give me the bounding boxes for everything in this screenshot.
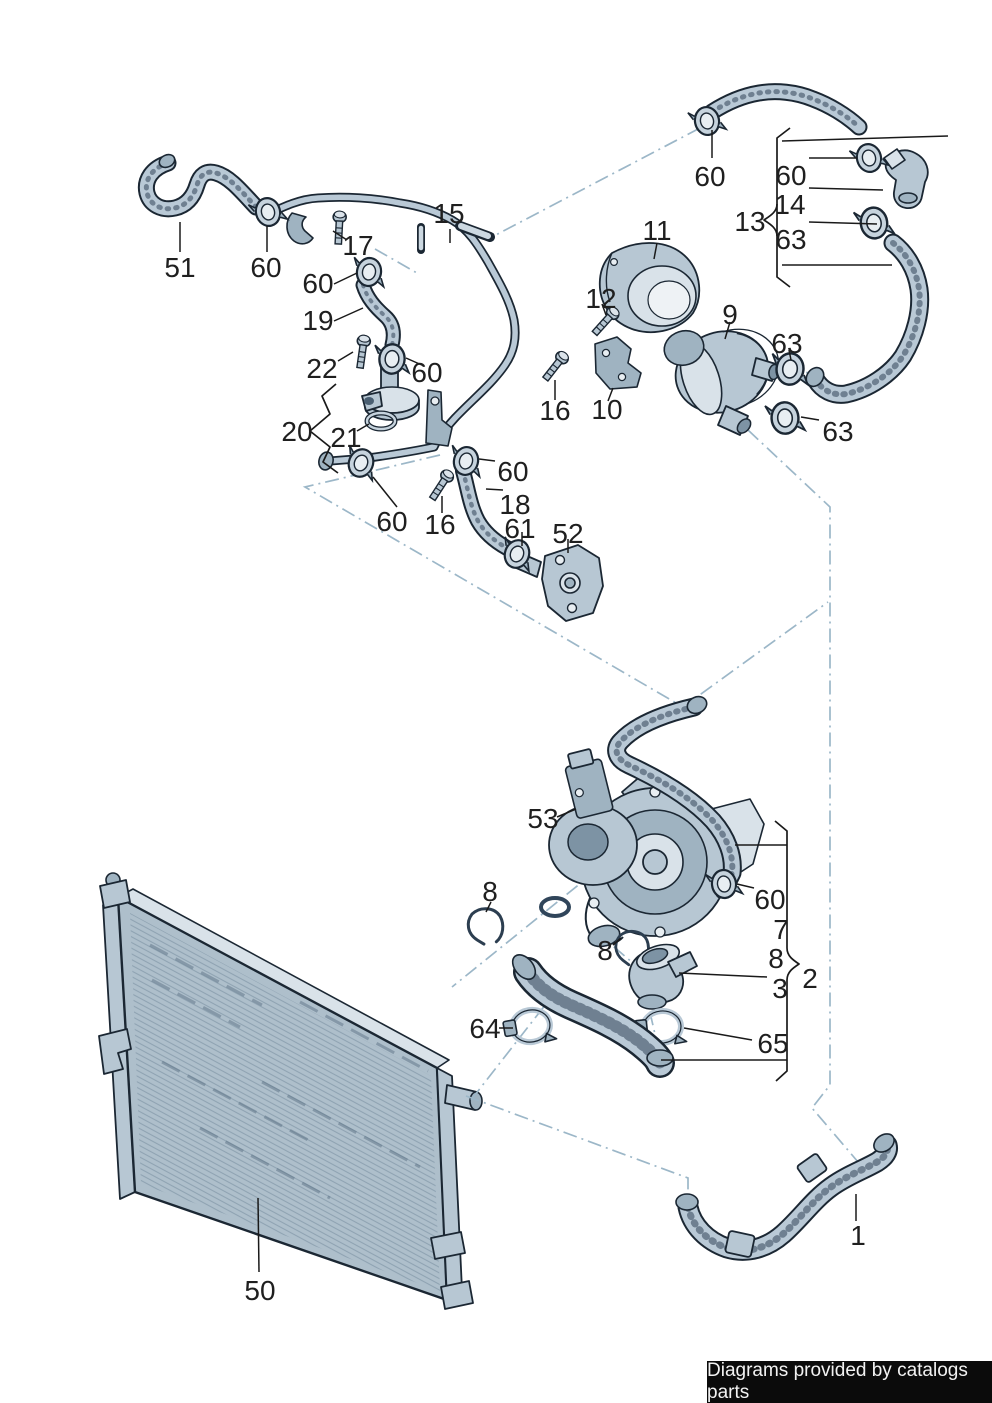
part-label-l2: 2	[802, 963, 818, 994]
screw-16-right	[539, 348, 572, 384]
part-label-l63c: 63	[775, 224, 806, 255]
part-label-l60a: 60	[250, 252, 281, 283]
pump-outlet	[587, 924, 621, 948]
part-label-l16a: 16	[424, 509, 455, 540]
radiator-side-bracket	[98, 1028, 132, 1075]
part-label-l8a: 8	[482, 876, 498, 907]
part-label-l21: 21	[330, 422, 361, 453]
part-label-l52: 52	[552, 518, 583, 549]
radiator-hose-lower	[511, 954, 675, 1078]
hose-1	[675, 1133, 898, 1261]
part-label-l50: 50	[244, 1275, 275, 1306]
aux-water-pump-9	[663, 328, 780, 436]
hose-13-section-2	[805, 233, 930, 404]
screw-22	[352, 333, 372, 370]
part-label-l8b: 8	[597, 935, 613, 966]
footer-credit-badge: Diagrams provided by catalogs parts	[707, 1360, 992, 1403]
part-label-l60c: 60	[411, 357, 442, 388]
part-label-l15: 15	[433, 198, 464, 229]
sensor-53	[564, 748, 614, 819]
pipe-junction-bracket	[425, 389, 453, 447]
radiator	[98, 872, 483, 1310]
part-label-l12: 12	[585, 283, 616, 314]
part-label-l9: 9	[722, 299, 738, 330]
part-label-l8c: 8	[768, 943, 784, 974]
part-label-l11: 11	[642, 215, 671, 246]
part-label-l60g: 60	[775, 160, 806, 191]
connector-14	[883, 148, 929, 209]
bracket-10	[594, 336, 642, 390]
clamp-63-lower	[763, 399, 807, 437]
hose-1-sleeve-a	[724, 1230, 756, 1258]
part-label-l63b: 63	[822, 416, 853, 447]
part-label-l13: 13	[734, 206, 765, 237]
part-label-l61: 61	[504, 513, 535, 544]
part-label-l60b: 60	[302, 268, 333, 299]
part-label-l14: 14	[774, 189, 805, 220]
part-label-l16b: 16	[539, 395, 570, 426]
part-label-l22: 22	[306, 353, 337, 384]
elbow-3	[628, 943, 698, 1010]
group-brackets	[309, 127, 800, 1082]
part-label-l60f: 60	[694, 161, 725, 192]
part-label-l1: 1	[850, 1220, 866, 1251]
gasket-ring	[539, 896, 571, 918]
spring-clip-8-left	[464, 904, 507, 948]
part-label-l64: 64	[469, 1013, 500, 1044]
part-label-l17: 17	[342, 230, 373, 261]
part-label-l53: 53	[527, 803, 558, 834]
coolant-pipe-15	[263, 192, 520, 471]
part-label-l18: 18	[499, 489, 530, 520]
part-label-l65: 65	[757, 1028, 788, 1059]
hose-7	[607, 695, 742, 891]
part-label-l60h: 60	[754, 884, 785, 915]
radiator-streaks	[149, 943, 429, 1200]
hose-1-sleeve-b	[796, 1153, 828, 1183]
footer-credit-text: Diagrams provided by catalogs parts	[707, 1360, 968, 1403]
clamp-60-fitting20	[372, 341, 412, 377]
hose-13-section-1	[703, 83, 868, 136]
pipe-bracket-hook	[286, 212, 314, 245]
part-label-l19: 19	[302, 305, 333, 336]
hose-19-fitting-20	[355, 277, 420, 432]
cover-11	[598, 242, 701, 333]
part-label-l63a: 63	[771, 328, 802, 359]
leader-lines	[179, 130, 949, 1273]
part-label-l7: 7	[773, 914, 789, 945]
part-label-l20: 20	[281, 416, 312, 447]
part-label-l3: 3	[772, 973, 788, 1004]
part-label-l60e: 60	[497, 456, 528, 487]
part-label-l10: 10	[591, 394, 622, 425]
hose-51	[137, 153, 265, 218]
water-pump	[539, 748, 765, 948]
part-label-l51: 51	[164, 252, 195, 283]
part-label-l60d: 60	[376, 506, 407, 537]
